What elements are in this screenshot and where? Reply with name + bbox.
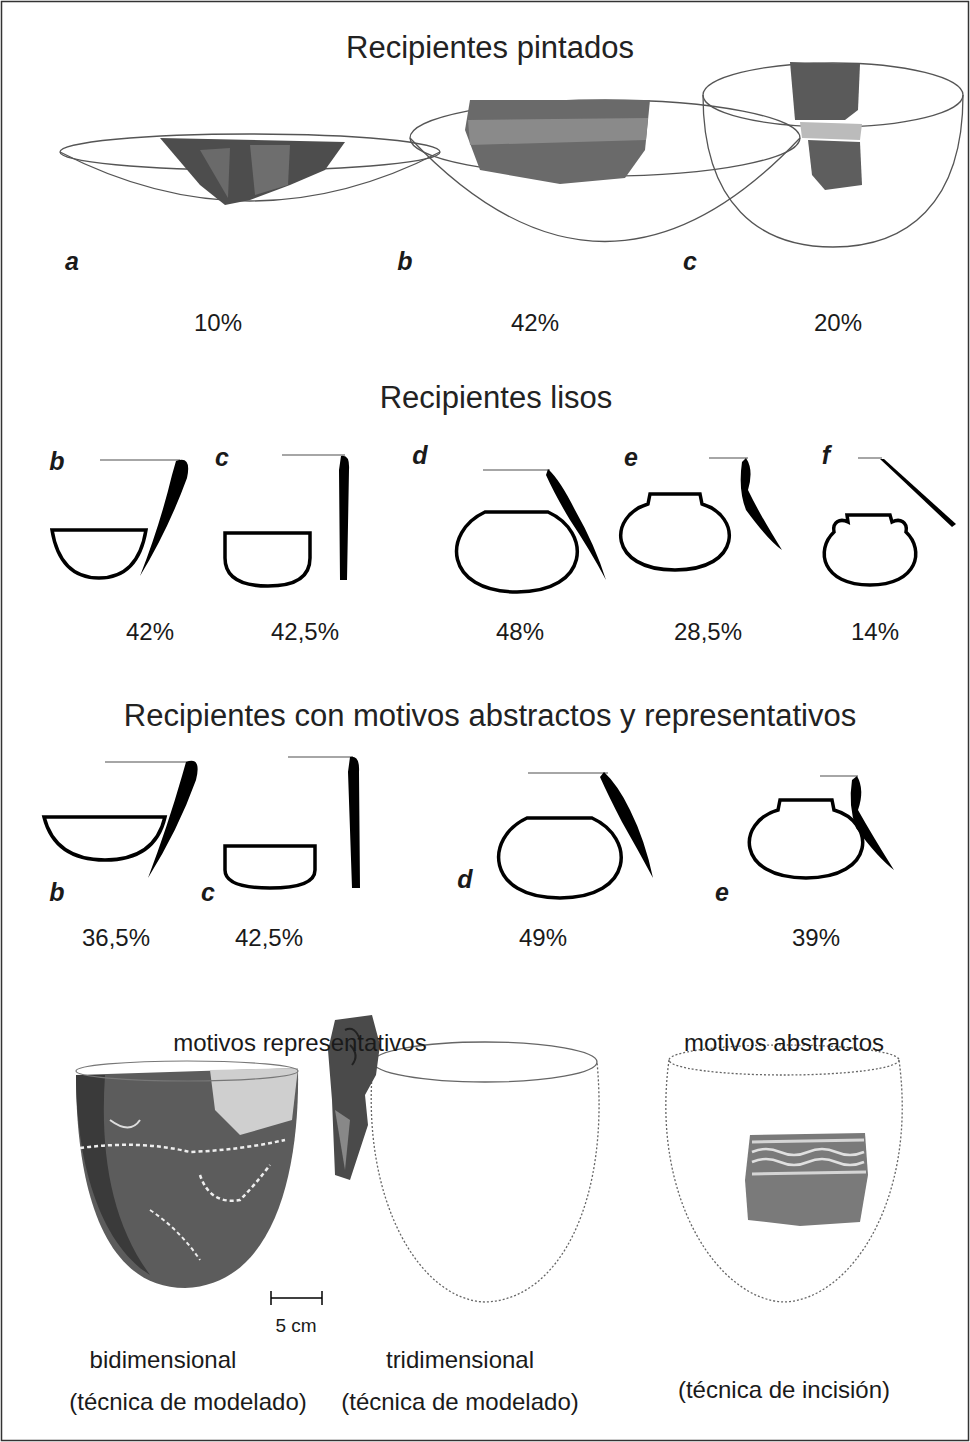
section-heading: Recipientes con motivos abstractos y rep… — [124, 699, 856, 733]
scale-bar — [271, 1291, 322, 1305]
type-letter: d — [412, 442, 427, 470]
decorated-vessel-shapes — [44, 800, 863, 898]
technique-caption: (técnica de incisión) — [678, 1377, 890, 1403]
type-letter: b — [49, 448, 64, 476]
technique-caption: (técnica de modelado) — [69, 1389, 306, 1415]
percentage: 49% — [519, 925, 567, 951]
group-caption: motivos abstractos — [684, 1030, 884, 1056]
type-letter: e — [715, 879, 729, 907]
technique-caption: tridimensional — [386, 1347, 534, 1373]
scale-label: 5 cm — [275, 1316, 316, 1337]
percentage: 42% — [511, 310, 559, 336]
section-heading: Recipientes lisos — [380, 381, 613, 415]
incised-vessel — [666, 1045, 902, 1302]
percentage: 48% — [496, 619, 544, 645]
modelled-bowl-photo — [76, 1061, 298, 1288]
type-letter: b — [397, 248, 412, 276]
tridimensional-vessel — [328, 1015, 599, 1302]
percentage: 39% — [792, 925, 840, 951]
type-letter: c — [683, 248, 697, 276]
percentage: 10% — [194, 310, 242, 336]
type-letter: f — [822, 442, 830, 470]
percentage: 42,5% — [235, 925, 303, 951]
rim-lines — [100, 455, 882, 776]
percentage: 36,5% — [82, 925, 150, 951]
plain-vessel-shapes — [52, 494, 916, 592]
type-letter: c — [201, 879, 215, 907]
group-caption: motivos representativos — [173, 1030, 426, 1056]
percentage: 20% — [814, 310, 862, 336]
sherds — [160, 62, 862, 205]
painted-vessels — [60, 63, 963, 247]
percentage: 28,5% — [674, 619, 742, 645]
type-letter: c — [215, 444, 229, 472]
percentage: 42% — [126, 619, 174, 645]
technique-caption: (técnica de modelado) — [341, 1389, 578, 1415]
wall-profiles — [140, 456, 956, 888]
percentage: 14% — [851, 619, 899, 645]
type-letter: d — [457, 866, 472, 894]
percentage: 42,5% — [271, 619, 339, 645]
technique-caption: bidimensional — [90, 1347, 237, 1373]
type-letter: a — [65, 248, 79, 276]
section-heading: Recipientes pintados — [346, 31, 634, 65]
type-letter: e — [624, 444, 638, 472]
type-letter: b — [49, 879, 64, 907]
